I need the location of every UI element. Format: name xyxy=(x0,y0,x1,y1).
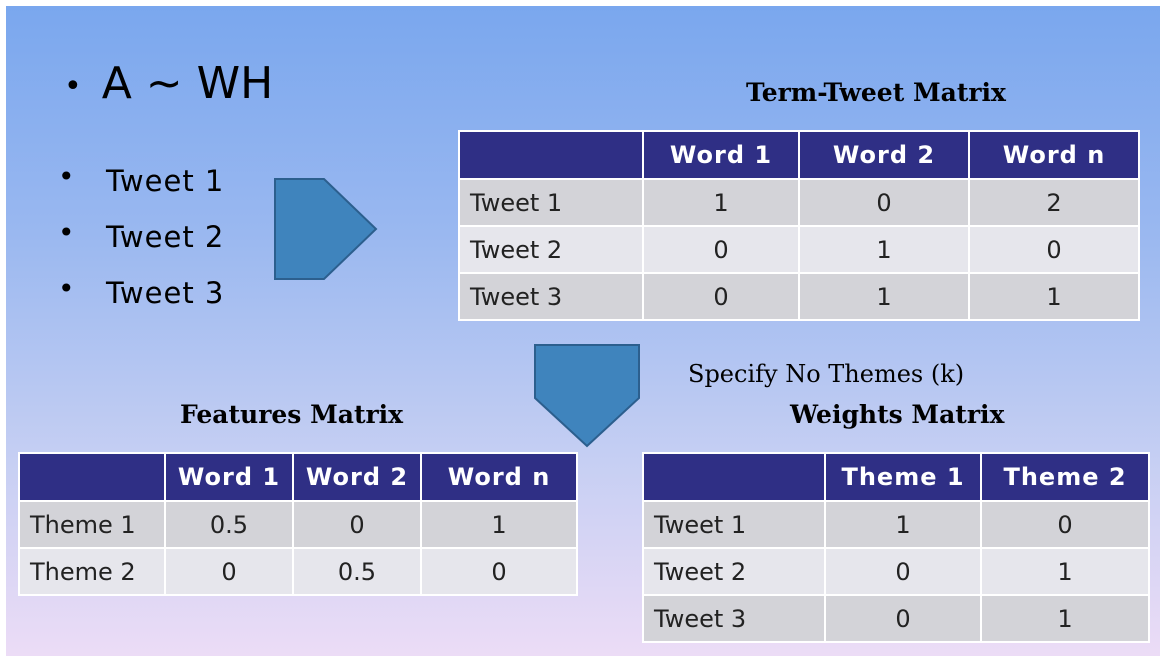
table-cell: 0 xyxy=(420,547,578,596)
features-title: Features Matrix xyxy=(180,400,404,429)
formula-text: A ~ WH xyxy=(101,58,274,109)
table-cell: 0 xyxy=(292,500,422,549)
bullet-dot: • xyxy=(58,272,76,305)
row-label: Tweet 1 xyxy=(642,500,826,549)
table-header-row: Theme 1 Theme 2 xyxy=(642,452,1150,502)
table-cell: 1 xyxy=(980,547,1150,596)
header-cell: Word n xyxy=(420,452,578,502)
formula-bullet-item: • A ~ WH xyxy=(64,58,273,109)
header-cell xyxy=(642,452,826,502)
table-cell: 1 xyxy=(798,225,970,274)
table-cell: 2 xyxy=(968,178,1140,227)
row-label: Tweet 1 xyxy=(458,178,644,227)
table-cell: 1 xyxy=(824,500,982,549)
row-label: Tweet 2 xyxy=(642,547,826,596)
table-row: Tweet 2 0 1 xyxy=(642,547,1150,596)
header-cell xyxy=(18,452,166,502)
weights-title: Weights Matrix xyxy=(790,400,1005,429)
table-header-row: Word 1 Word 2 Word n xyxy=(458,130,1140,180)
term-tweet-matrix: Word 1 Word 2 Word n Tweet 1 1 0 2 Tweet… xyxy=(458,130,1140,321)
row-label: Tweet 2 xyxy=(458,225,644,274)
header-cell: Word n xyxy=(968,130,1140,180)
table-row: Tweet 1 1 0 xyxy=(642,500,1150,549)
table-row: Theme 1 0.5 0 1 xyxy=(18,500,578,549)
table-cell: 0 xyxy=(824,547,982,596)
row-label: Theme 1 xyxy=(18,500,166,549)
header-cell: Word 1 xyxy=(642,130,800,180)
table-row: Tweet 2 0 1 0 xyxy=(458,225,1140,274)
table-row: Tweet 3 0 1 xyxy=(642,594,1150,643)
table-row: Tweet 3 0 1 1 xyxy=(458,272,1140,321)
header-cell: Theme 2 xyxy=(980,452,1150,502)
row-label: Tweet 3 xyxy=(642,594,826,643)
pentagon-arrow-down-icon xyxy=(534,344,640,448)
table-cell: 0 xyxy=(824,594,982,643)
header-cell xyxy=(458,130,644,180)
table-cell: 0 xyxy=(642,272,800,321)
table-cell: 1 xyxy=(642,178,800,227)
row-label: Theme 2 xyxy=(18,547,166,596)
weights-matrix: Theme 1 Theme 2 Tweet 1 1 0 Tweet 2 0 1 … xyxy=(642,452,1150,643)
table-header-row: Word 1 Word 2 Word n xyxy=(18,452,578,502)
bullet-dot: • xyxy=(58,160,76,193)
bullet-dot: • xyxy=(64,68,82,104)
table-cell: 1 xyxy=(980,594,1150,643)
table-cell: 1 xyxy=(968,272,1140,321)
table-cell: 0 xyxy=(980,500,1150,549)
table-cell: 1 xyxy=(420,500,578,549)
header-cell: Word 2 xyxy=(798,130,970,180)
table-cell: 0.5 xyxy=(292,547,422,596)
header-cell: Word 1 xyxy=(164,452,294,502)
table-row: Tweet 1 1 0 2 xyxy=(458,178,1140,227)
pentagon-arrow-right-icon xyxy=(274,178,378,280)
slide: • A ~ WH • Tweet 1 • Tweet 2 • Tweet 3 Term-… xyxy=(6,6,1160,656)
specify-themes-note: Specify No Themes (k) xyxy=(688,360,965,388)
table-cell: 0 xyxy=(968,225,1140,274)
header-cell: Theme 1 xyxy=(824,452,982,502)
table-cell: 0 xyxy=(164,547,294,596)
table-cell: 0 xyxy=(642,225,800,274)
tweet-label: Tweet 2 xyxy=(106,220,225,254)
row-label: Tweet 3 xyxy=(458,272,644,321)
features-matrix: Word 1 Word 2 Word n Theme 1 0.5 0 1 The… xyxy=(18,452,578,596)
table-row: Theme 2 0 0.5 0 xyxy=(18,547,578,596)
tweet-label: Tweet 3 xyxy=(106,276,225,310)
bullet-dot: • xyxy=(58,216,76,249)
tweet-label: Tweet 1 xyxy=(106,164,225,198)
term-tweet-title: Term-Tweet Matrix xyxy=(746,78,1006,107)
table-cell: 1 xyxy=(798,272,970,321)
table-cell: 0 xyxy=(798,178,970,227)
header-cell: Word 2 xyxy=(292,452,422,502)
table-cell: 0.5 xyxy=(164,500,294,549)
